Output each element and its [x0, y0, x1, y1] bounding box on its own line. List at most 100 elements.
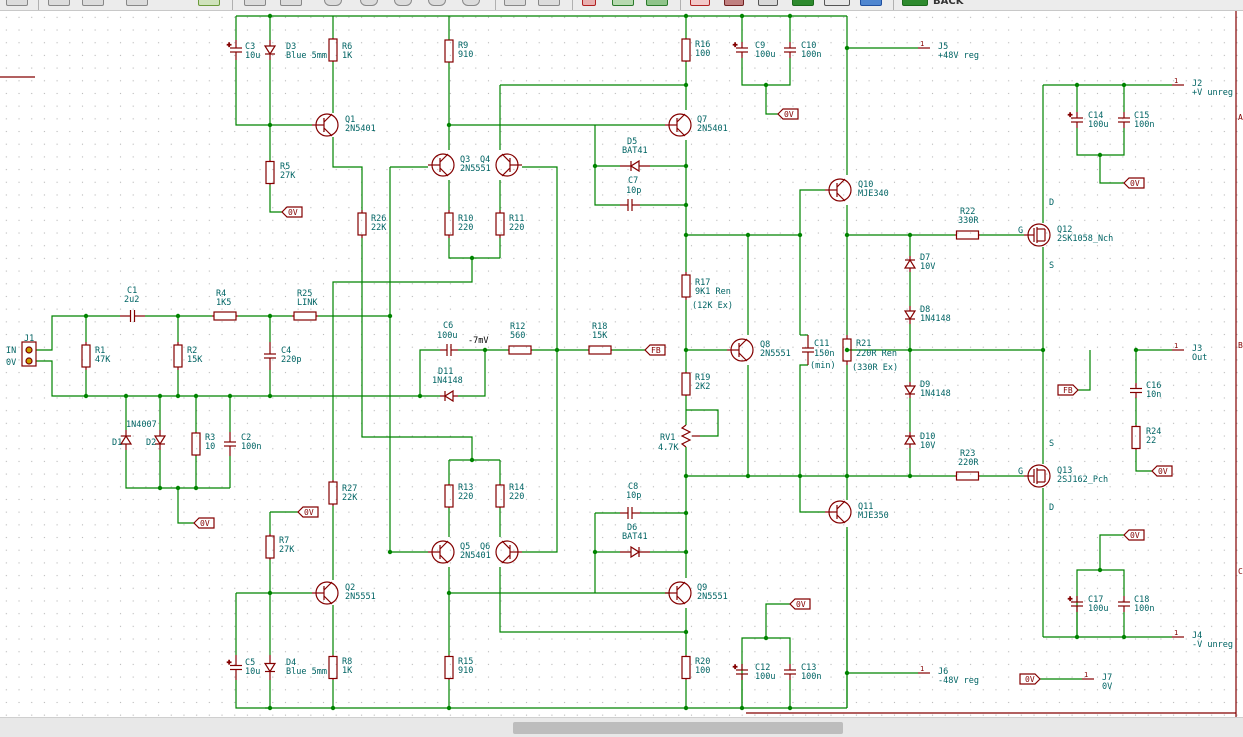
r4-ref: R4 [216, 289, 226, 299]
undo-icon[interactable] [198, 0, 220, 6]
zoom-fit-icon[interactable] [428, 0, 446, 6]
r25-value: LINK [297, 298, 318, 308]
wire [1078, 350, 1091, 391]
q2-ref: Q2 [345, 583, 355, 593]
junction [1097, 152, 1103, 158]
junction [1074, 82, 1080, 88]
wire [765, 603, 790, 638]
scrollbar-thumb[interactable] [513, 722, 843, 734]
j2-connector-value: +V unreg [1192, 88, 1233, 98]
pcbnew-icon[interactable] [792, 0, 814, 6]
q1-transistor-collector [323, 113, 333, 123]
print-icon[interactable] [48, 0, 70, 6]
c4-ref: C4 [281, 346, 291, 356]
c8-ref: C8 [628, 482, 638, 492]
refresh-icon[interactable] [324, 0, 342, 6]
j4-connector-pin-number: 1 [1174, 629, 1178, 637]
j6-connector-ref: J6 [938, 667, 948, 677]
r7-resistor-body [265, 535, 275, 559]
junction [683, 549, 689, 555]
d8-diode-body [903, 310, 917, 321]
symbol-fields-icon[interactable] [646, 0, 668, 6]
r3-ref: R3 [205, 433, 215, 443]
junction [683, 163, 689, 169]
back-icon[interactable] [902, 0, 928, 6]
new-icon[interactable] [6, 0, 28, 6]
junction [592, 163, 598, 169]
d7-zener-body [903, 258, 917, 269]
junction [267, 590, 273, 596]
c3-capacitor-polarity: + [227, 41, 231, 49]
frame-ref-a: A [1238, 113, 1243, 122]
q1-transistor-emitter [323, 127, 333, 137]
q12-pin-s: S [1049, 261, 1054, 271]
back-button-label[interactable]: BACK [933, 0, 964, 7]
r24-ref: R24 [1146, 427, 1161, 437]
junction [1074, 634, 1080, 640]
c12-value: 100u [755, 672, 775, 682]
q5-transistor-collector [439, 540, 449, 550]
wire [522, 166, 558, 553]
j6-connector-pin-number: 1 [920, 665, 924, 673]
leave-sheet-icon[interactable] [538, 0, 560, 6]
r27-resistor-body [328, 481, 338, 505]
c8-value: 10p [626, 491, 641, 501]
junction [157, 393, 163, 399]
q13-pin-d: D [1049, 503, 1054, 513]
wires [36, 15, 1172, 709]
hierarchy-icon[interactable] [504, 0, 526, 6]
fb-label: FB [651, 346, 661, 355]
zoom-in-icon[interactable] [360, 0, 378, 6]
plot-icon[interactable] [82, 0, 104, 6]
horizontal-scrollbar[interactable] [0, 717, 1243, 737]
q1-ref: Q1 [345, 115, 355, 125]
bom-icon[interactable] [724, 0, 744, 6]
junction [844, 670, 850, 676]
q8-transistor-emitter [738, 352, 748, 362]
rv1-value: 4.7K [658, 443, 679, 453]
q3-ref: Q3 [460, 155, 470, 165]
junction [175, 313, 181, 319]
search-icon[interactable] [244, 0, 266, 6]
zoom-out-icon[interactable] [394, 0, 412, 6]
ov-label: 0V [304, 508, 314, 517]
junction [683, 82, 689, 88]
zoom-selection-icon[interactable] [462, 0, 480, 6]
q11-value: MJE350 [858, 511, 889, 521]
paste-icon[interactable] [126, 0, 148, 6]
footprint-icon[interactable] [758, 0, 778, 6]
footprint-table-icon[interactable] [860, 0, 882, 6]
junction [83, 313, 89, 319]
netlist-icon[interactable] [690, 0, 710, 6]
c1-value: 2u2 [124, 295, 139, 305]
q3-transistor-emitter [439, 167, 449, 177]
q2-value: 2N5551 [345, 592, 376, 602]
r11-resistor-body [495, 212, 505, 236]
junction [193, 393, 199, 399]
wire [1076, 569, 1125, 596]
r26-resistor-body [357, 212, 367, 236]
junction [227, 393, 233, 399]
wire [235, 680, 270, 709]
wire [177, 488, 194, 524]
bom-table-icon[interactable] [824, 0, 850, 6]
c16-ref: C16 [1146, 381, 1161, 391]
find-replace-icon[interactable] [280, 0, 302, 6]
d3-led-body [263, 45, 277, 56]
annotate-icon[interactable] [582, 0, 596, 6]
wire [361, 238, 473, 460]
r24-value: 22 [1146, 436, 1156, 446]
c10-ref: C10 [801, 41, 816, 51]
c12-capacitor-polarity: + [733, 663, 737, 671]
r8-ref: R8 [342, 657, 352, 667]
erc-icon[interactable] [612, 0, 634, 6]
wire [332, 258, 473, 480]
r13-resistor-body [444, 484, 454, 508]
d1-value: 1N4007 [126, 420, 157, 430]
r4-value: 1K5 [216, 298, 231, 308]
q8-ref: Q8 [760, 340, 770, 350]
wire [125, 450, 230, 489]
j3-connector-ref: J3 [1192, 344, 1202, 354]
q9-ref: Q9 [697, 583, 707, 593]
